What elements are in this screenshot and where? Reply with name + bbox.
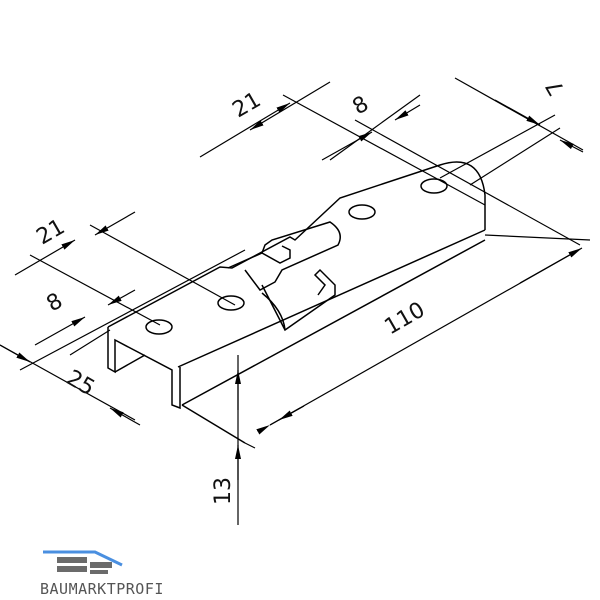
- dim-width-25: 25: [62, 366, 99, 402]
- dim-top-21: 21: [229, 88, 266, 124]
- dim-left-21: 21: [33, 215, 70, 251]
- logo-text: BAUMARKTPROFI: [40, 580, 164, 598]
- dim-left-8: 8: [43, 289, 68, 318]
- dim-height-13: 13: [211, 477, 236, 505]
- dimension-lines: [0, 77, 591, 525]
- dim-top-8: 8: [349, 92, 374, 121]
- plate-outline: [107, 161, 486, 444]
- dim-top-7: 7: [542, 75, 571, 100]
- dimension-labels: 21 8 7 21 8 25 110 13: [33, 75, 571, 505]
- dim-length-110: 110: [381, 298, 430, 341]
- logo-graphic: [43, 550, 123, 574]
